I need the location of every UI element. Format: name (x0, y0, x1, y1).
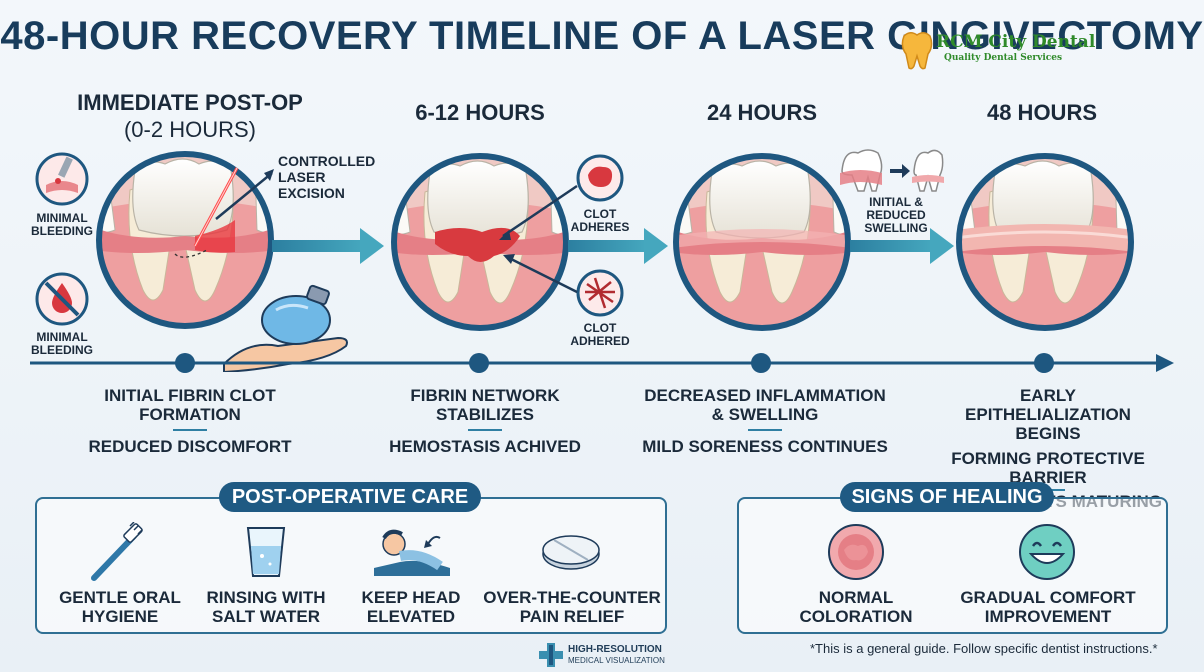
stage-3-tooth-illustration (673, 153, 851, 331)
healing-item-2-label: GRADUAL COMFORT IMPROVEMENT (960, 588, 1136, 626)
smiley-icon (1019, 524, 1075, 580)
stage-3-title: 24 HOURS (706, 100, 818, 125)
post-op-care-heading: POST-OPERATIVE CARE (219, 482, 481, 512)
stage-1-title: IMMEDIATE POST-OP (77, 90, 303, 115)
watermark-line-1: HIGH-RESOLUTION (568, 644, 662, 655)
stage-1-tooth-illustration (96, 151, 274, 329)
stage-4-desc-main: EARLY EPITHELIALIZATION BEGINS (965, 386, 1131, 443)
stage-2-title: 6-12 HOURS (415, 100, 545, 125)
clot-adheres-label: CLOT ADHERES (570, 207, 630, 234)
signs-of-healing-heading: SIGNS OF HEALING (840, 482, 1054, 512)
bleeding-drop-icon (35, 152, 89, 206)
healing-item-1-label: NORMAL COLORATION (799, 588, 913, 626)
stage-4-tooth-illustration (956, 153, 1134, 331)
stage-4-desc-extra-1: FORMING PROTECTIVE BARRIER (951, 449, 1145, 487)
laser-excision-label: CONTROLLED LASER EXCISION (278, 153, 376, 201)
care-item-3-label: KEEP HEAD ELEVATED (361, 588, 461, 626)
stage-1-desc-main: INITIAL FIBRIN CLOT FORMATION (104, 386, 276, 424)
laser-callout-arrow (215, 169, 274, 220)
divider (173, 429, 207, 431)
stage-3-desc-extra: MILD SORENESS CONTINUES (642, 437, 888, 456)
divider (468, 429, 502, 431)
footnote: *This is a general guide. Follow specifi… (810, 641, 1158, 656)
swelling-reduction-icon (840, 149, 944, 192)
stage-2-description: FIBRIN NETWORK STABILIZES HEMOSTASIS ACH… (370, 386, 600, 456)
watermark: HIGH-RESOLUTION MEDICAL VISUALIZATION (532, 638, 692, 670)
stage-1-description: INITIAL FIBRIN CLOT FORMATION REDUCED DI… (70, 386, 310, 456)
pink-gum-icon (828, 524, 884, 580)
stage-2-desc-main: FIBRIN NETWORK STABILIZES (410, 386, 560, 424)
resting-person-icon (374, 529, 450, 576)
timeline-axis (30, 353, 1174, 373)
no-bleeding-icon (35, 272, 89, 326)
care-item-2-label: RINSING WITH SALT WATER (206, 588, 326, 626)
stage-1-subtitle: (0-2 HOURS) (123, 117, 256, 142)
swelling-label: INITIAL & REDUCED SWELLING (864, 195, 928, 235)
page-title: 48-HOUR RECOVERY TIMELINE OF A LASER GIN… (0, 14, 1204, 58)
signs-of-healing-panel (737, 497, 1168, 634)
clot-adhered-label: CLOT ADHERED (570, 321, 630, 348)
stage-2-tooth-illustration (391, 153, 569, 331)
arrow-2-to-3 (568, 228, 668, 264)
stage-3-desc-main: DECREASED INFLAMMATION & SWELLING (644, 386, 886, 424)
divider (748, 429, 782, 431)
stage-4-title: 48 HOURS (986, 100, 1098, 125)
arrow-1-to-2 (272, 228, 384, 264)
medical-cross-icon (539, 643, 563, 667)
stage-2-desc-extra: HEMOSTASIS ACHIVED (389, 437, 581, 456)
water-glass-icon (246, 527, 286, 577)
stage-2-callout-arrows (499, 184, 578, 294)
toothbrush-icon (91, 522, 143, 581)
tooth-logo-icon (901, 32, 933, 70)
arrow-3-to-4 (850, 228, 954, 264)
care-item-4-label: OVER-THE-COUNTER PAIN RELIEF (483, 588, 661, 626)
care-item-1-label: GENTLE ORAL HYGIENE (59, 588, 181, 626)
minimal-bleeding-label-2: MINIMAL BLEEDING (30, 330, 93, 357)
pill-icon (542, 535, 600, 570)
stage-3-description: DECREASED INFLAMMATION & SWELLING MILD S… (640, 386, 890, 456)
clinic-logo: RCM City Dental Quality Dental Services (900, 30, 1095, 70)
minimal-bleeding-label-1: MINIMAL BLEEDING (30, 211, 93, 238)
logo-name: RCM City Dental (936, 32, 1096, 52)
fibrin-network-icon (576, 269, 624, 317)
clot-drop-icon (576, 154, 624, 202)
logo-tagline: Quality Dental Services (944, 53, 1063, 63)
stage-1-desc-extra: REDUCED DISCOMFORT (88, 437, 292, 456)
watermark-line-2: MEDICAL VISUALIZATION (568, 656, 665, 665)
